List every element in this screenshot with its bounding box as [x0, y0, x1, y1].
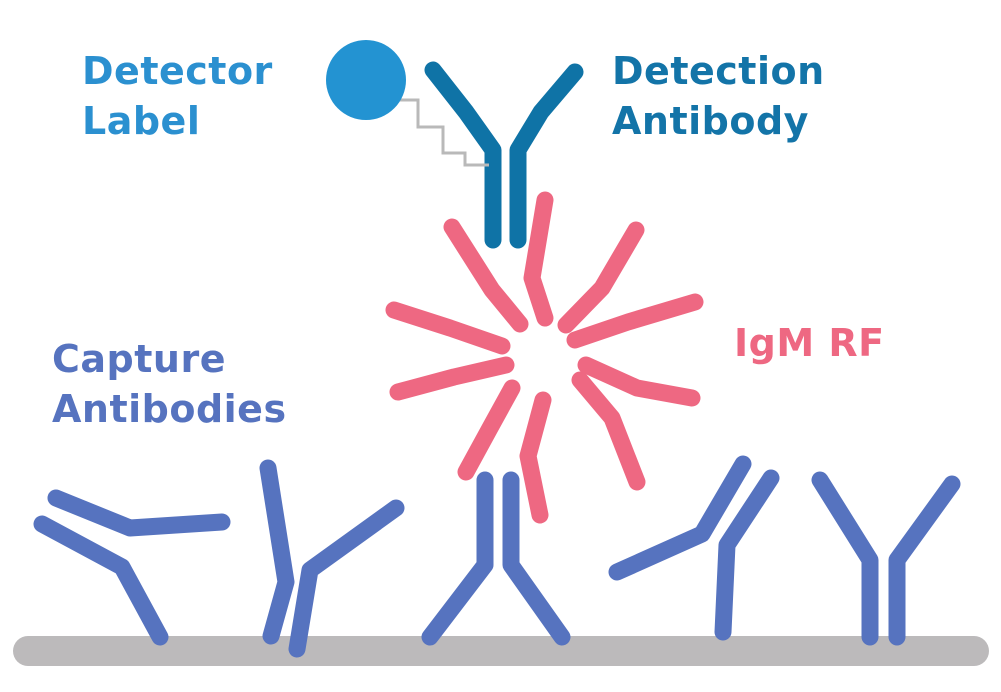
- capture-antibodies-text: Capture Antibodies: [52, 334, 287, 434]
- capture-antibodies-line-2: Antibodies: [52, 387, 287, 431]
- detector-label-line-1: Detector: [82, 49, 273, 93]
- detection-antibody-line-1: Detection: [612, 49, 825, 93]
- igm-rf-line: IgM RF: [734, 321, 885, 365]
- detector-label-text: Detector Label: [82, 46, 273, 146]
- detector-label-circle-icon: [326, 40, 406, 120]
- capture-antibody-icon: [608, 455, 780, 641]
- capture-antibodies-line-1: Capture: [52, 337, 226, 381]
- capture-antibody-icon: [421, 471, 571, 646]
- detection-antibody-text: Detection Antibody: [612, 46, 825, 146]
- capture-antibody-icon: [259, 459, 405, 658]
- detection-antibody-icon: [424, 61, 584, 249]
- igm-rf-text: IgM RF: [734, 318, 885, 368]
- linker-icon: [392, 98, 489, 167]
- capture-antibody-icon: [33, 489, 231, 646]
- detector-label-line-2: Label: [82, 99, 201, 143]
- capture-antibody-icon: [811, 471, 961, 646]
- detection-antibody-line-2: Antibody: [612, 99, 809, 143]
- igm-rf-pentamer-icon: [385, 191, 704, 524]
- capture-antibodies-group: [33, 455, 961, 658]
